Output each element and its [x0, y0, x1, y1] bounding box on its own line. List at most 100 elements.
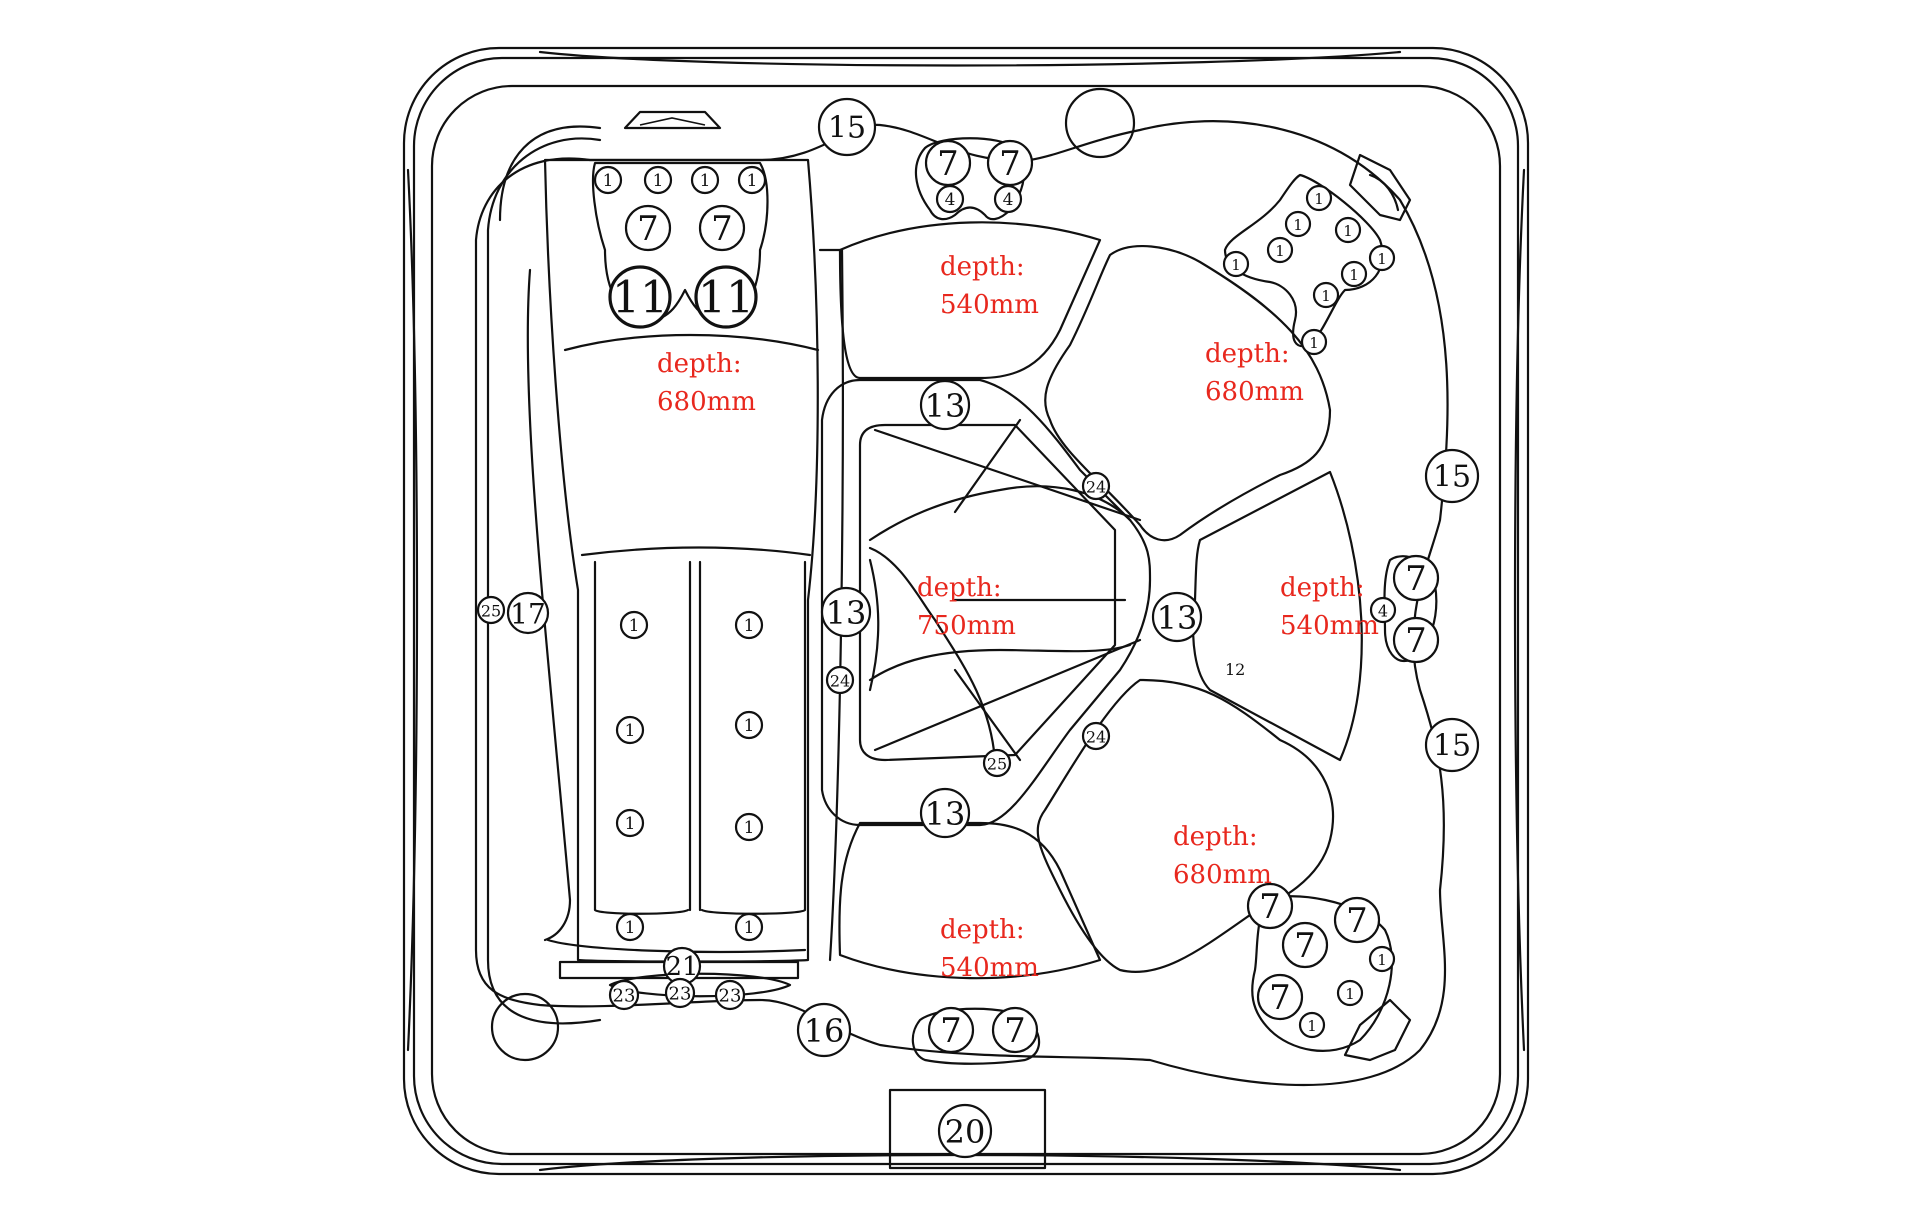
component-badge-1-16: 1: [1266, 236, 1294, 264]
badge-number: 1: [1275, 242, 1285, 260]
component-badge-1-18: 1: [1222, 250, 1250, 278]
component-badge-1-40: 1: [734, 710, 764, 740]
component-badge-1-58: 1: [1336, 979, 1364, 1007]
badge-number: 25: [987, 755, 1007, 774]
badge-ring: [1222, 250, 1250, 278]
component-badge-23-46: 23: [608, 979, 640, 1011]
depth-label-seat-bottom-right: depth: 680mm: [1173, 822, 1272, 890]
seat-right: [1192, 470, 1363, 762]
depth-label-seat-top-line2: 540mm: [940, 290, 1039, 320]
badge-number: 1: [625, 814, 636, 834]
component-badge-7-8: 7: [924, 139, 972, 187]
component-badge-13-22: 13: [919, 379, 971, 431]
depth-label-seat-right-line1: depth:: [1280, 573, 1365, 603]
badge-ring: [615, 912, 645, 942]
depth-label-seat-right: depth: 540mm: [1280, 573, 1379, 641]
depth-label-center-line2: 750mm: [917, 611, 1016, 641]
badge-ring: [1340, 260, 1368, 288]
depth-label-seat-right-line2: 540mm: [1280, 611, 1379, 641]
badge-number: 23: [669, 984, 692, 1005]
seat-top-right: [1044, 244, 1332, 542]
badge-number: 7: [999, 144, 1021, 184]
component-badge-15-30: 15: [1424, 448, 1480, 504]
badge-ring: [734, 812, 764, 842]
badge-number: 15: [1433, 460, 1471, 495]
badge-number: 7: [1294, 926, 1316, 966]
badge-ring: [615, 808, 645, 838]
component-badge-4-34: 4: [1369, 596, 1397, 624]
badge-number: 17: [510, 598, 546, 631]
component-badge-1-44: 1: [734, 912, 764, 942]
badge-ring: [991, 1006, 1039, 1054]
badge-ring: [1369, 596, 1397, 624]
badge-ring: [825, 665, 855, 695]
component-badge-1-0: 1: [593, 165, 623, 195]
badge-ring: [924, 139, 972, 187]
component-badge-1-38: 1: [734, 610, 764, 640]
badge-number: 4: [1003, 190, 1014, 210]
depth-label-seat-bottom-line1: depth:: [940, 915, 1025, 945]
badge-ring: [1312, 281, 1340, 309]
badge-number: 1: [700, 171, 711, 191]
badge-number: 1: [744, 818, 755, 838]
badge-number: 1: [1377, 250, 1387, 268]
seat-bottom-right: [1036, 678, 1334, 974]
depth-label-seat-top-right-line1: depth:: [1205, 339, 1290, 369]
badge-ring: [1333, 896, 1381, 944]
badge-ring: [1081, 721, 1111, 751]
depth-label-lounger-line2: 680mm: [657, 387, 756, 417]
badge-ring: [935, 184, 965, 214]
component-badge-1-39: 1: [615, 715, 645, 745]
component-badge-1-15: 1: [1334, 216, 1362, 244]
badge-number: 20: [945, 1113, 986, 1151]
badge-number: 16: [804, 1012, 845, 1050]
component-badge-24-27: 24: [825, 665, 855, 695]
badge-ring: [919, 787, 971, 839]
badge-ring: [1300, 328, 1328, 356]
component-badge-13-25: 13: [919, 787, 971, 839]
badge-ring: [986, 139, 1034, 187]
badge-number: 1: [1345, 985, 1355, 1003]
component-badge-17-36: 17: [506, 591, 550, 635]
badge-ring: [927, 1006, 975, 1054]
component-badge-7-5: 7: [698, 204, 746, 252]
badge-number: 1: [625, 721, 636, 741]
depth-label-lounger-line1: depth:: [657, 349, 742, 379]
component-badge-24-28: 24: [1081, 721, 1111, 751]
badge-ring: [1281, 921, 1329, 969]
badge-number: 7: [937, 144, 959, 184]
component-badge-25-29: 25: [982, 748, 1012, 778]
badge-number: 11: [612, 273, 668, 324]
depth-label-seat-bottom-right-line2: 680mm: [1173, 860, 1272, 890]
badge-ring: [817, 97, 877, 157]
badge-number: 1: [1343, 222, 1353, 240]
component-badge-7-51: 7: [991, 1006, 1039, 1054]
badge-ring: [615, 715, 645, 745]
badge-ring: [1424, 717, 1480, 773]
component-badge-23-47: 23: [664, 977, 696, 1009]
component-badge-7-9: 7: [986, 139, 1034, 187]
badge-ring: [1256, 973, 1304, 1021]
badge-number: 1: [1309, 334, 1319, 352]
badge-number: 24: [830, 672, 850, 691]
badge-ring: [734, 610, 764, 640]
badge-ring: [624, 204, 672, 252]
badge-ring: [1368, 945, 1396, 973]
badge-ring: [919, 379, 971, 431]
depth-label-seat-bottom-line2: 540mm: [940, 953, 1039, 983]
badge-ring: [734, 710, 764, 740]
component-badge-7-4: 7: [624, 204, 672, 252]
badge-number: 4: [1378, 602, 1388, 621]
badge-ring: [506, 591, 550, 635]
badge-ring: [690, 165, 720, 195]
badge-ring: [796, 1002, 852, 1058]
component-badge-1-43: 1: [615, 912, 645, 942]
badge-number: 15: [1433, 729, 1471, 764]
badge-number: 15: [828, 111, 866, 146]
depth-label-seat-top-right: depth: 680mm: [1205, 339, 1304, 407]
badge-number: 13: [1157, 599, 1198, 637]
component-badge-24-26: 24: [1081, 471, 1111, 501]
badge-number: 23: [719, 986, 742, 1007]
badge-number: 24: [1086, 478, 1106, 497]
